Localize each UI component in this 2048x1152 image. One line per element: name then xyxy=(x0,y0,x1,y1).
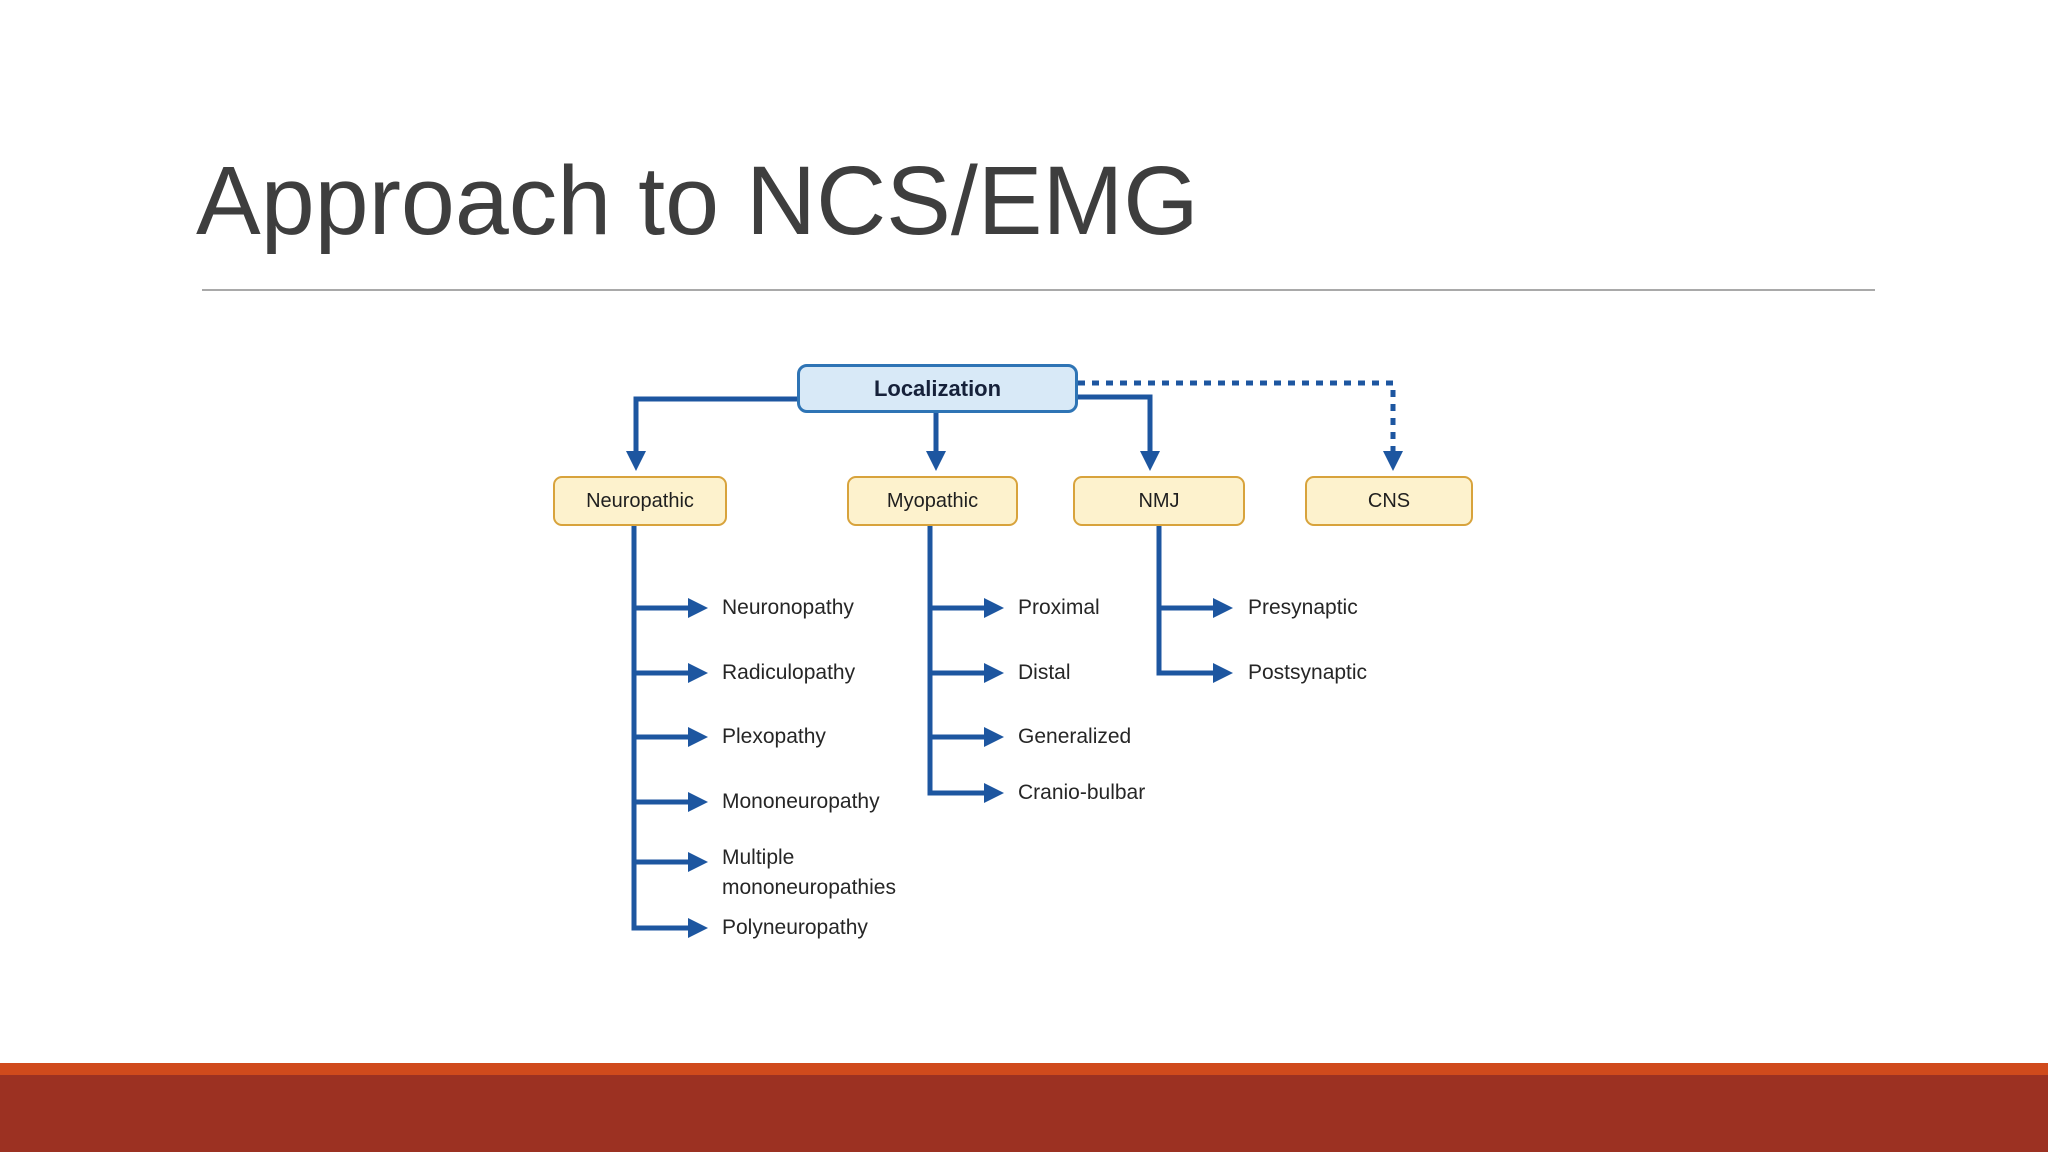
footer-accent-stripe xyxy=(0,1063,2048,1075)
connector-nmj-trunk-postsynaptic xyxy=(1156,526,1233,683)
leaf-radiculopathy: Radiculopathy xyxy=(722,661,856,685)
node-cns: CNS xyxy=(1305,476,1473,526)
leaf-mononeuropathy: Mononeuropathy xyxy=(722,790,880,814)
leaf-generalized: Generalized xyxy=(1018,725,1132,749)
leaf-polyneuropathy: Polyneuropathy xyxy=(722,916,868,940)
leaf-postsynaptic: Postsynaptic xyxy=(1248,661,1368,685)
leaf-multiple-mononeuropathies: Multiple mononeuropathies xyxy=(722,846,896,899)
connector-neuropathic-trunk-polyneuropathy xyxy=(631,526,708,938)
title-divider xyxy=(202,289,1875,291)
connector-localization-cns-dotted xyxy=(1078,380,1403,471)
leaf-plexopathy: Plexopathy xyxy=(722,725,826,749)
leaf-distal: Distal xyxy=(1018,661,1071,685)
node-nmj: NMJ xyxy=(1073,476,1245,526)
connector-myopathic-trunk-cranio-bulbar xyxy=(927,526,1004,803)
node-localization: Localization xyxy=(797,364,1078,413)
leaf-presynaptic: Presynaptic xyxy=(1248,596,1358,620)
node-myopathic: Myopathic xyxy=(847,476,1018,526)
connector-localization-nmj xyxy=(1078,394,1160,471)
leaf-cranio-bulbar: Cranio-bulbar xyxy=(1018,781,1146,805)
connector-localization-neuropathic xyxy=(626,396,797,471)
leaf-proximal: Proximal xyxy=(1018,596,1100,620)
node-neuropathic: Neuropathic xyxy=(553,476,727,526)
leaf-neuronopathy: Neuronopathy xyxy=(722,596,854,620)
footer-bar xyxy=(0,1075,2048,1152)
page-title: Approach to NCS/EMG xyxy=(196,146,1199,255)
